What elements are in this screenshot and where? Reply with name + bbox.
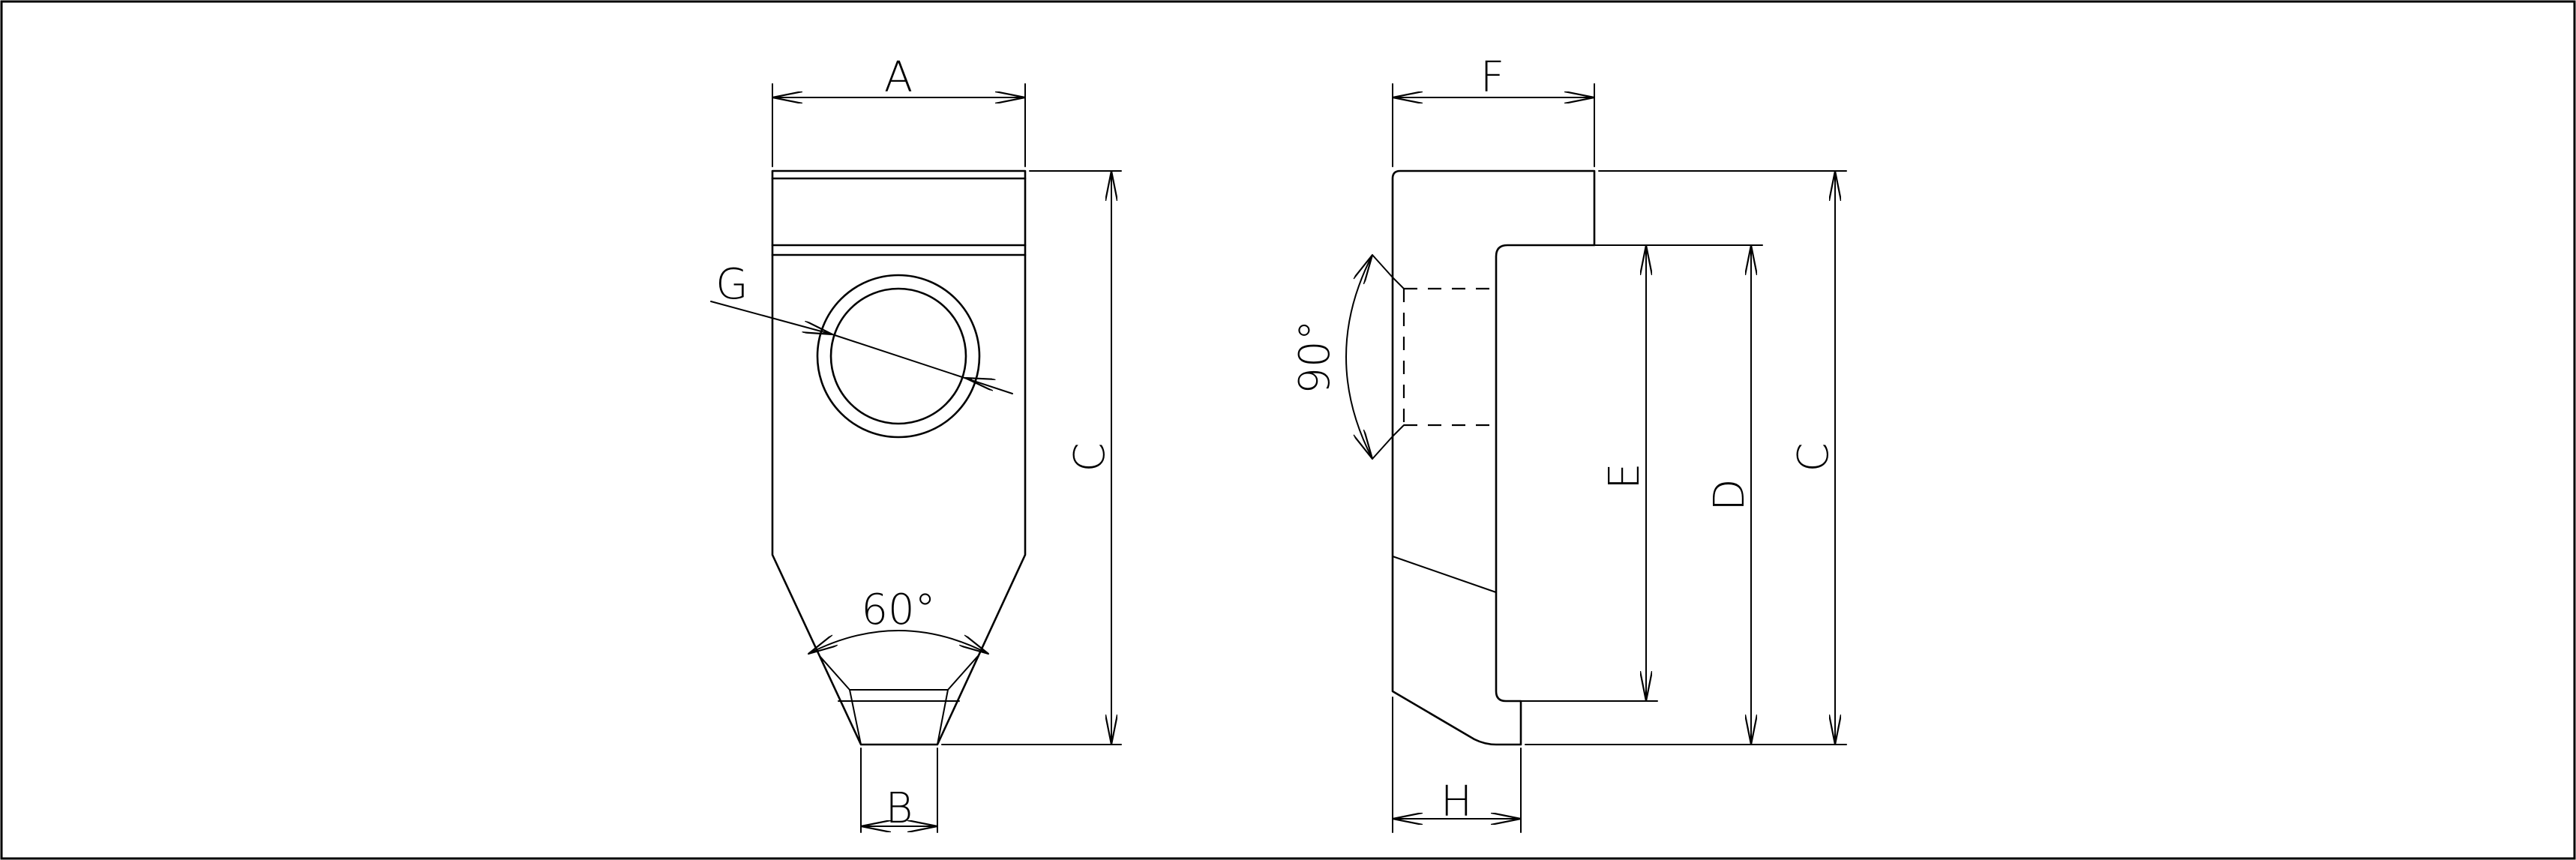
front-view: A B C G 60° (710, 53, 1122, 833)
mounting-hole (816, 274, 981, 439)
dimension-b: B (860, 748, 938, 833)
dimension-b-label: B (886, 784, 913, 833)
dimension-f: F (1392, 53, 1595, 167)
dimension-d: D (1525, 244, 1763, 745)
dimension-c-side-label: C (1789, 442, 1838, 472)
front-view-outline (771, 169, 1027, 746)
angle-60-label: 60° (861, 586, 935, 634)
dimension-c-front: C (941, 170, 1122, 745)
dimension-e-label: E (1600, 463, 1649, 489)
dimension-c-side: C (1598, 170, 1847, 745)
dimension-h-label: H (1441, 778, 1472, 826)
dimension-h: H (1392, 697, 1522, 833)
side-view-outline (1391, 169, 1596, 746)
dimension-c-front-label: C (1066, 442, 1114, 472)
angle-90-label: 90° (1291, 319, 1339, 394)
angle-60: 60° (808, 586, 989, 654)
dimension-e: E (1505, 244, 1658, 702)
side-view: F H E D C (1291, 53, 1847, 833)
dimension-a: A (772, 53, 1026, 167)
dimension-g: G (710, 260, 1013, 394)
dimension-d-label: D (1705, 478, 1754, 511)
angle-90: 90° (1291, 254, 1393, 460)
dimension-a-label: A (884, 53, 913, 102)
dimension-f-label: F (1480, 53, 1504, 102)
dimension-g-label: G (715, 260, 748, 309)
